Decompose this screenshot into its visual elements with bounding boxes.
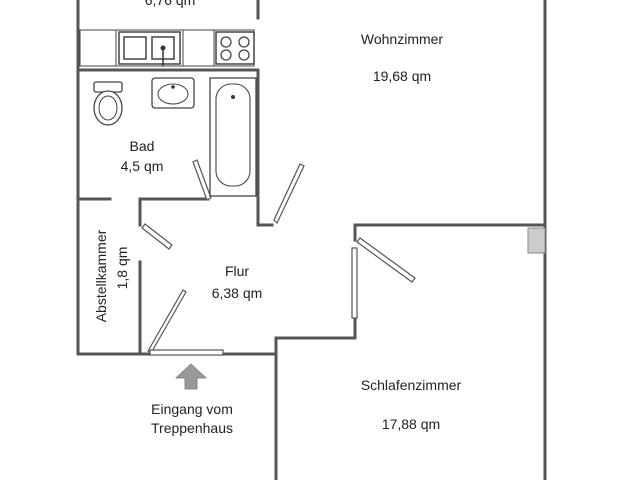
stove-icon (215, 31, 255, 65)
bedroom-area: 17,88 qm (382, 416, 440, 432)
sink-icon (118, 31, 181, 66)
storage-area: 1,8 qm (114, 247, 130, 290)
bathtub-icon (209, 77, 257, 197)
entrance-line-1: Eingang vom (151, 401, 233, 417)
hall-name: Flur (225, 263, 249, 279)
column (527, 227, 546, 254)
entrance-arrow-icon (174, 363, 208, 390)
walls (76, 0, 547, 480)
kitchen-area: 6,76 qm (145, 0, 196, 8)
living-room-name: Wohnzimmer (361, 31, 444, 47)
storage-name: Abstellkammer (93, 229, 109, 322)
living-room-area: 19,68 qm (373, 68, 431, 84)
bedroom-name: Schlafenzimmer (361, 377, 462, 393)
bath-name: Bad (130, 138, 155, 154)
hall-area: 6,38 qm (212, 285, 263, 301)
washbasin-icon (151, 77, 195, 109)
bath-area: 4,5 qm (121, 158, 164, 174)
entrance-line-2: Treppenhaus (151, 420, 233, 436)
toilet-icon (93, 81, 123, 126)
doors (141, 159, 416, 356)
